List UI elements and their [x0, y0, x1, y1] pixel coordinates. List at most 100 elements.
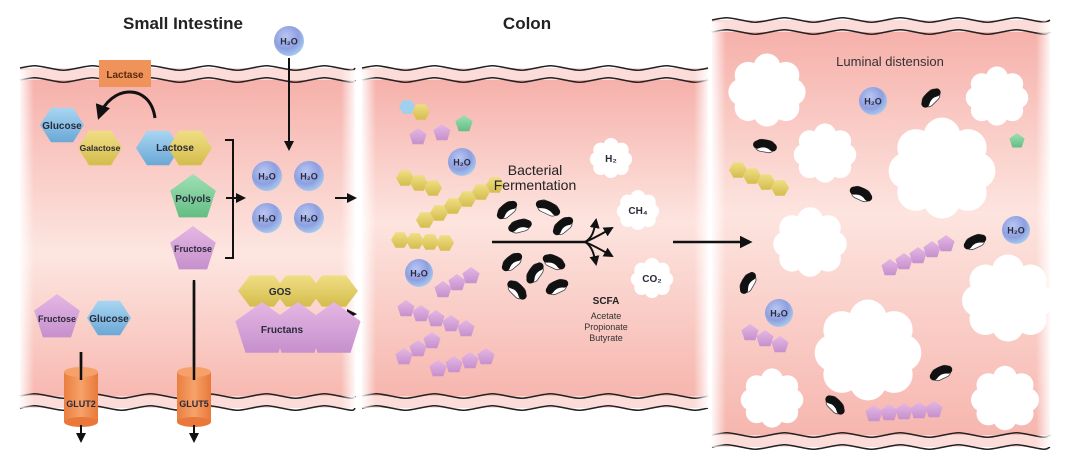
- small-intestine-tissue-membrane-line: [19, 64, 356, 72]
- bacterium: [921, 88, 941, 108]
- fructose-malabsorbed-label: Fructose: [174, 244, 212, 254]
- water-label: H₂O: [280, 37, 298, 47]
- gas-bubble: [962, 254, 1054, 342]
- distension-tissue-membrane-line: [711, 443, 1051, 451]
- pentagon-chain-unit: [923, 241, 941, 258]
- pentagon-chain-unit: [412, 305, 430, 322]
- water-molecule: [252, 203, 282, 233]
- gas-bubble: [773, 207, 847, 277]
- bacterium: [739, 272, 757, 294]
- lactose-galactose-unit: [168, 130, 212, 166]
- bacterium: [963, 233, 987, 251]
- lactose-glucose-unit: [136, 130, 180, 166]
- luminal-distension-label: Luminal distension: [836, 54, 944, 69]
- pentagon-chain-unit: [937, 235, 955, 252]
- bacterium: [496, 200, 518, 220]
- hexagon-chain-unit: [424, 180, 442, 196]
- pentagon-chain-unit: [434, 281, 452, 298]
- pentagon-chain-unit: [457, 320, 475, 337]
- pentagon-chain-unit: [910, 402, 928, 419]
- pentagon-chain-unit: [442, 315, 460, 332]
- small-intestine-tissue-membrane-line: [19, 76, 356, 84]
- pentagon-chain-unit: [909, 247, 927, 264]
- water-label: H₂O: [453, 158, 471, 168]
- colon-tissue-membrane-line: [361, 76, 709, 84]
- colon-fructose: [409, 128, 427, 145]
- pentagon-chain-unit: [395, 348, 413, 365]
- hexagon-chain-unit: [757, 174, 775, 190]
- pentagon-chain-unit: [741, 324, 759, 341]
- small-intestine-tissue-edge: [20, 70, 34, 408]
- pentagon-chain-unit: [865, 405, 883, 422]
- water-molecule-distension: [1002, 216, 1030, 244]
- bacterium: [535, 199, 561, 217]
- hexagon-chain-unit: [396, 170, 414, 186]
- galactose-label: Galactose: [80, 143, 121, 153]
- hexagon-chain-unit: [410, 175, 428, 191]
- co2-bubble: [630, 257, 674, 299]
- lactase-enzyme: Lactase: [99, 60, 151, 87]
- distension-tissue-membrane-line: [711, 431, 1051, 439]
- water-label: H₂O: [864, 97, 882, 107]
- pentagon-chain-unit: [895, 403, 913, 420]
- gos-unit: [274, 275, 322, 307]
- fructans-unit: [271, 302, 325, 353]
- glucose-label: Glucose: [42, 121, 82, 132]
- scfa-butyrate: Butyrate: [589, 333, 623, 343]
- hexagon-chain-unit: [430, 205, 448, 221]
- bacterium: [545, 278, 569, 296]
- fermentation-label-line1: Bacterial: [508, 162, 562, 178]
- pentagon-chain-unit: [881, 259, 899, 276]
- colon-tissue-membrane-line: [361, 404, 709, 412]
- lactase-label: Lactase: [106, 70, 144, 81]
- small-intestine-title: Small Intestine: [123, 14, 243, 33]
- small-intestine-tissue-edge: [341, 70, 355, 408]
- glut5-transporter-label: GLUT5: [179, 399, 209, 409]
- water-molecule: [294, 161, 324, 191]
- gos-label: GOS: [269, 287, 292, 298]
- fructose-absorbed-label: Fructose: [38, 314, 76, 324]
- gas-bubble: [965, 66, 1029, 126]
- water-label: H₂O: [300, 172, 318, 182]
- water-label: H₂O: [770, 309, 788, 319]
- water-label: H₂O: [258, 214, 276, 224]
- glut5-transporter: [177, 367, 211, 443]
- hexagon-chain-unit: [472, 184, 490, 200]
- distension-tissue-bottom-membrane: [712, 435, 1050, 447]
- co2-bubble-label: CO₂: [642, 274, 661, 285]
- distension-tissue-edge: [712, 22, 726, 447]
- colon-polyol: [455, 115, 473, 132]
- fructans-label: Fructans: [261, 325, 304, 336]
- water-label: H₂O: [1007, 226, 1025, 236]
- glucose-absorbed-molecule: [87, 300, 131, 336]
- glucose-molecule: [40, 107, 84, 143]
- gas-bubble: [793, 123, 857, 183]
- hexagon-chain-unit: [771, 180, 789, 196]
- distension-tissue-edge: [1036, 22, 1050, 447]
- colon-tissue-bottom-membrane: [362, 396, 708, 408]
- galactose-molecule: [78, 130, 122, 166]
- pentagon-chain-unit: [429, 360, 447, 377]
- pentagon-chain-unit: [462, 267, 480, 284]
- hexagon-chain-unit: [729, 162, 747, 178]
- hexagon-chain-unit: [416, 212, 434, 228]
- scfa-propionate: Propionate: [584, 322, 628, 332]
- water-molecule-top: [274, 26, 304, 56]
- colon-tissue-membrane-line: [361, 64, 709, 72]
- colon-fructose: [433, 124, 451, 141]
- colon-glucose: [399, 100, 415, 114]
- pentagon-chain-unit: [756, 330, 774, 347]
- hexagon-chain-unit: [406, 233, 424, 249]
- bacterium: [552, 216, 574, 236]
- colon-galactose: [412, 104, 430, 120]
- water-molecule-colon: [448, 148, 476, 176]
- gas-bubble: [740, 368, 804, 428]
- distension-tissue-top-membrane: [712, 20, 1050, 32]
- distension-polyol: [1009, 133, 1025, 148]
- pentagon-chain-unit: [423, 332, 441, 349]
- colon-tissue-top-membrane: [362, 68, 708, 80]
- fermentation-arrow: [492, 218, 614, 266]
- glut2-transporter-label: GLUT2: [66, 399, 96, 409]
